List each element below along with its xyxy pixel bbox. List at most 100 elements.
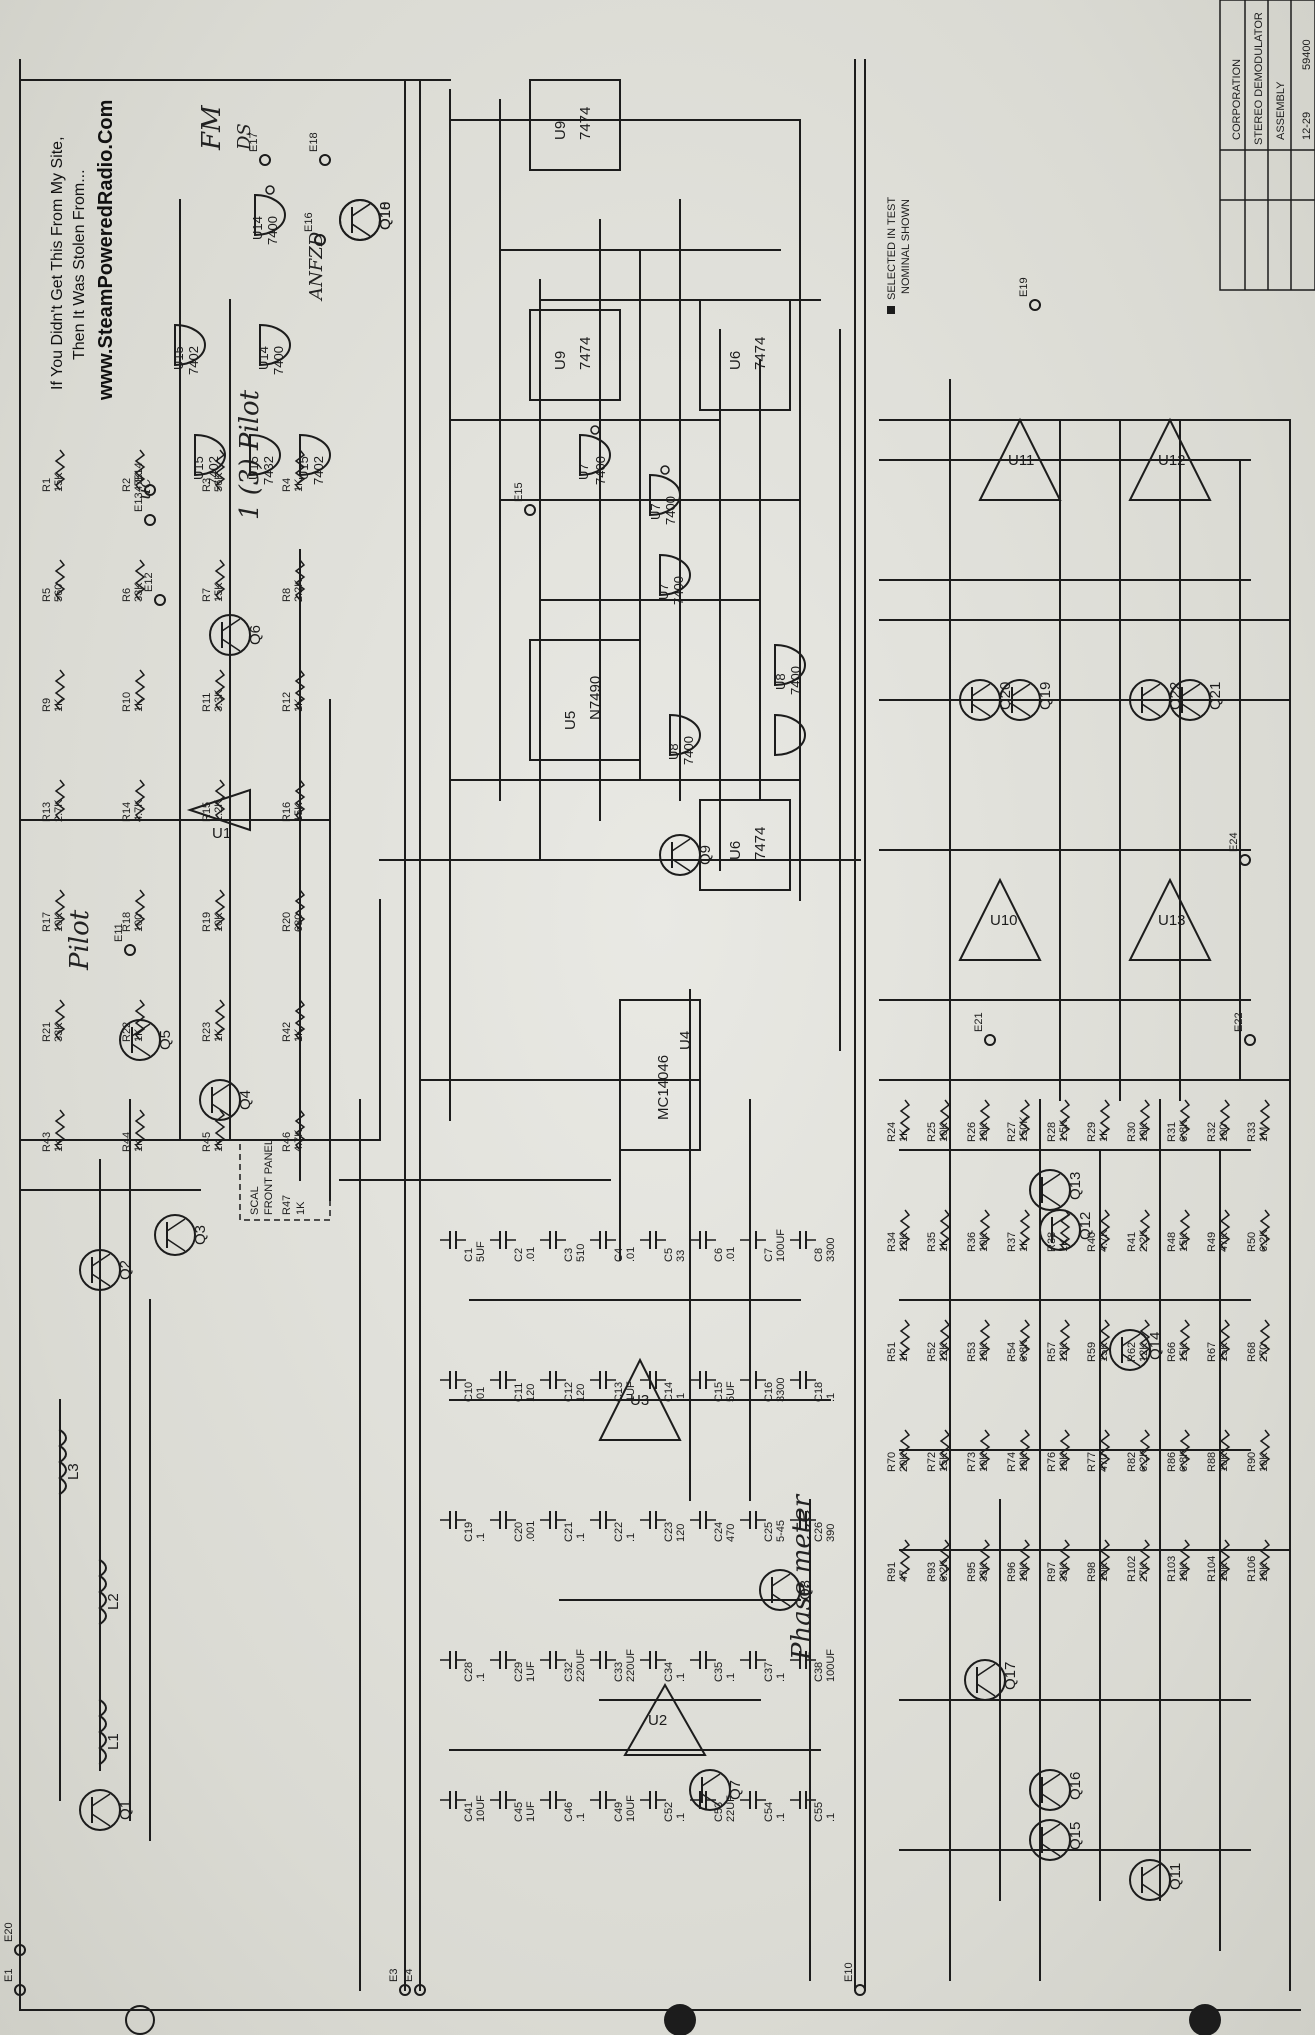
opamp-u3: U3	[598, 1357, 682, 1441]
capacitor-ref: C24	[713, 1522, 725, 1542]
terminal-e13: E13	[133, 492, 156, 526]
resistor-ref: R67	[1206, 1342, 1218, 1362]
resistor-ref: R21	[41, 1022, 53, 1042]
transistor-label: Q8	[797, 1580, 814, 1600]
resistor-value: 3.3K	[213, 689, 225, 712]
svg-text:MC14046: MC14046	[655, 1055, 672, 1120]
resistor-ref: R16	[281, 802, 293, 822]
capacitor-ref: C1	[463, 1248, 475, 1262]
capacitor-c18: C18.1	[790, 1371, 837, 1402]
resistor-ref: R3	[201, 478, 213, 492]
transistor-q11: Q11	[1129, 1859, 1184, 1901]
resistor-ref: R93	[926, 1562, 938, 1582]
resistor-value: 6.2K	[1138, 1449, 1150, 1472]
resistor-ref: R13	[41, 802, 53, 822]
svg-text:7402: 7402	[311, 456, 326, 485]
resistor-value: 6.8K	[1178, 1449, 1190, 1472]
resistor-value: 2.7K	[53, 799, 65, 822]
transistor-q16: Q16	[1029, 1769, 1084, 1811]
resistor-ref: R73	[966, 1452, 978, 1472]
capacitor-value: 33	[675, 1250, 687, 1262]
resistor-ref: R44	[121, 1132, 133, 1152]
capacitor-value: 3300	[825, 1238, 837, 1262]
terminal-e24: E24	[1228, 832, 1251, 866]
transistor-label: Q7	[727, 1780, 744, 1800]
resistor-value: 6.8K	[1178, 1119, 1190, 1142]
svg-text:7432: 7432	[261, 456, 276, 485]
terminal-label: E16	[303, 212, 315, 232]
resistor-ref: R8	[281, 588, 293, 602]
capacitor-ref: C7	[763, 1248, 775, 1262]
svg-text:L2: L2	[105, 1593, 122, 1610]
resistor-ref: R37	[1006, 1232, 1018, 1252]
capacitor-ref: C28	[463, 1662, 475, 1682]
resistor-value: 1M	[1258, 1127, 1270, 1142]
svg-text:U7: U7	[656, 583, 671, 600]
resistor-ref: R103	[1166, 1556, 1178, 1582]
title-date: 12-29	[1301, 112, 1313, 140]
mount-dot-right	[1189, 2004, 1221, 2035]
capacitor-value: 22UF	[725, 1795, 737, 1822]
svg-text:7400: 7400	[271, 346, 286, 375]
capacitor-value: .001	[525, 1521, 537, 1542]
resistor-value: 10K	[1178, 1562, 1190, 1582]
resistor-ref: R42	[281, 1022, 293, 1042]
inductors: L3 L2 L1	[58, 1428, 122, 1766]
resistor-value: 10K	[1218, 1452, 1230, 1472]
resistor-value: 12K	[898, 1232, 910, 1252]
capacitor-ref: C3	[563, 1248, 575, 1262]
resistor-value: 10K	[1018, 1562, 1030, 1582]
resistor-value: 1K	[293, 698, 305, 712]
capacitor-ref: C18	[813, 1382, 825, 1402]
transistor-q4: Q4	[199, 1079, 254, 1121]
resistor-value: 6.8K	[1018, 1339, 1030, 1362]
resistor-ref: R35	[926, 1232, 938, 1252]
resistor-ref: R9	[41, 698, 53, 712]
terminal-label: E10	[843, 1962, 855, 1982]
resistor-ref: R33	[1246, 1122, 1258, 1142]
resistor-ref: R31	[1166, 1122, 1178, 1142]
svg-text:U4: U4	[677, 1031, 694, 1050]
capacitor-ref: C10	[463, 1382, 475, 1402]
resistor-ref: R22	[121, 1022, 133, 1042]
resistor-value: 47K	[133, 472, 145, 492]
resistor-value: 10K	[1058, 1452, 1070, 1472]
resistor-value: 10K	[978, 1122, 990, 1142]
svg-text:7400: 7400	[265, 216, 280, 245]
resistor-ref: R62	[1126, 1342, 1138, 1362]
capacitor-value: .1	[475, 1673, 487, 1682]
capacitor-ref: C45	[513, 1802, 525, 1822]
capacitor-ref: C15	[713, 1382, 725, 1402]
resistor-value: 15K	[938, 1452, 950, 1472]
capacitor-ref: C21	[563, 1522, 575, 1542]
resistor-ref: R106	[1246, 1556, 1258, 1582]
resistor-value: 6.2K	[938, 1559, 950, 1582]
transistor-label: Q10	[377, 202, 394, 230]
capacitor-value: .1	[675, 1393, 687, 1402]
resistor-value: 1.2K	[213, 799, 225, 822]
capacitor-c37: C37.1	[740, 1651, 787, 1682]
terminal-label: E3	[388, 1969, 400, 1982]
